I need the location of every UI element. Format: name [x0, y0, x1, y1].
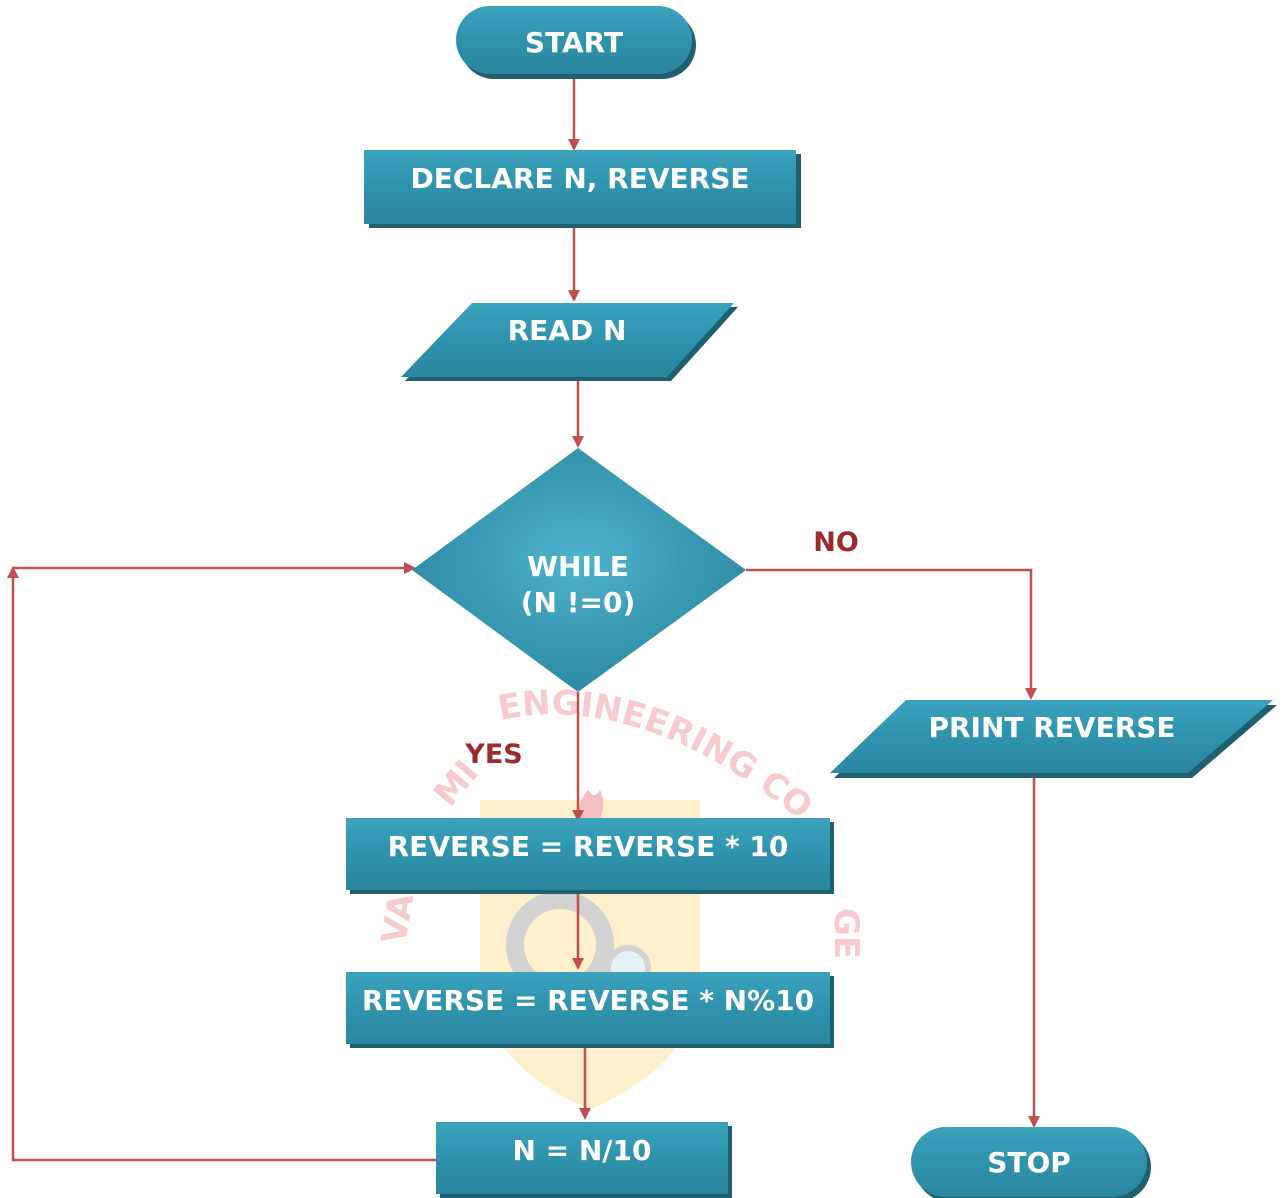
while-node: WHILE (N !=0) — [412, 448, 746, 692]
step3-node: N = N/10 — [436, 1122, 732, 1198]
step2-label: REVERSE = REVERSE * N%10 — [362, 984, 814, 1017]
edge-loop-back-up — [6, 566, 436, 1162]
declare-node: DECLARE N, REVERSE — [364, 150, 801, 228]
stop-node: STOP — [911, 1127, 1151, 1198]
watermark-right-fragment: GE — [826, 908, 866, 959]
branch-label-no: NO — [813, 527, 859, 558]
step2-node: REVERSE = REVERSE * N%10 — [346, 972, 834, 1048]
branch-label-yes: YES — [464, 739, 522, 770]
step1-label: REVERSE = REVERSE * 10 — [388, 830, 789, 863]
print-node: PRINT REVERSE — [830, 700, 1277, 778]
while-label-line1: WHILE — [527, 550, 629, 583]
edge-while-no-to-print — [746, 568, 1037, 700]
stop-label: STOP — [987, 1146, 1071, 1179]
start-label: START — [525, 26, 623, 59]
watermark-left-fragment: VA — [374, 890, 422, 947]
read-label: READ N — [508, 314, 627, 347]
step3-label: N = N/10 — [512, 1134, 651, 1167]
declare-label: DECLARE N, REVERSE — [410, 162, 749, 195]
start-node: START — [456, 6, 696, 79]
print-label: PRINT REVERSE — [928, 711, 1175, 744]
step1-node: REVERSE = REVERSE * 10 — [346, 818, 834, 894]
read-node: READ N — [401, 303, 738, 381]
edges — [6, 77, 1040, 1162]
while-label-line2: (N !=0) — [521, 586, 636, 619]
